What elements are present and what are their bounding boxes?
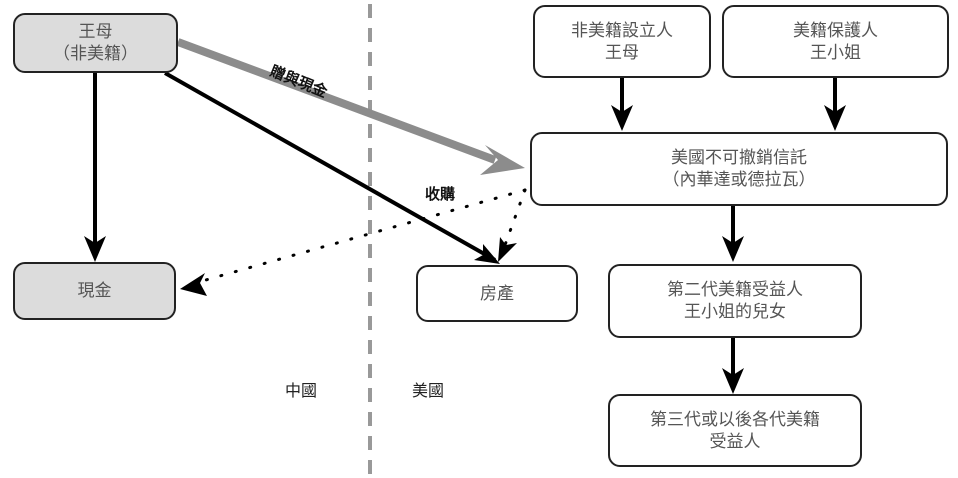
gift-cash-arrowhead <box>480 145 525 175</box>
node-trust-name: 美國不可撤銷信託 <box>671 148 807 168</box>
node-gen2: 第二代美籍受益人 王小姐的兒女 <box>608 264 862 338</box>
settlor-to-trust-arrowhead <box>611 105 633 131</box>
node-cash: 現金 <box>13 262 176 320</box>
node-trust-jurisdiction: （內華達或德拉瓦） <box>662 170 816 190</box>
node-protector: 美籍保護人 王小姐 <box>722 5 949 78</box>
node-protector-name: 王小姐 <box>810 42 861 63</box>
node-gen2-name: 王小姐的兒女 <box>684 302 786 322</box>
node-mother: 王母 （非美籍） <box>13 13 178 73</box>
node-gen3-line2: 受益人 <box>709 431 761 452</box>
node-gen3-line1: 第三代或以後各代美籍 <box>650 409 820 430</box>
node-property-label: 房產 <box>480 283 514 304</box>
node-gen2-role: 第二代美籍受益人 <box>667 280 803 300</box>
mother-to-property-arrowhead <box>474 244 500 264</box>
region-label-china: 中國 <box>285 381 318 400</box>
node-settlor-role: 非美籍設立人 <box>571 20 673 41</box>
edge-label-purchase: 收購 <box>425 185 456 203</box>
node-mother-name: 王母 <box>78 22 113 42</box>
node-settlor: 非美籍設立人 王母 <box>533 5 711 78</box>
protector-to-trust-arrowhead <box>824 105 846 131</box>
trust-to-cash-arrowhead <box>180 273 207 296</box>
node-trust: 美國不可撤銷信託 （內華達或德拉瓦） <box>530 132 948 206</box>
trust-to-property-dotted <box>503 188 527 247</box>
node-property: 房產 <box>416 265 578 322</box>
region-label-usa: 美國 <box>412 381 445 400</box>
trust-to-cash-dotted <box>193 188 527 285</box>
mother-to-cash-arrowhead <box>84 236 106 262</box>
gift-cash-arrow <box>176 38 497 164</box>
node-mother-note: （非美籍） <box>53 44 138 64</box>
node-protector-role: 美籍保護人 <box>793 20 878 41</box>
mother-to-property-arrow <box>164 71 496 262</box>
node-settlor-name: 王母 <box>605 42 639 63</box>
node-cash-label: 現金 <box>77 281 112 301</box>
node-gen3: 第三代或以後各代美籍 受益人 <box>608 394 862 467</box>
gen2-to-gen3-arrowhead <box>722 368 744 394</box>
trust-to-gen2-arrowhead <box>722 236 744 262</box>
trust-to-property-arrowhead <box>498 237 517 262</box>
